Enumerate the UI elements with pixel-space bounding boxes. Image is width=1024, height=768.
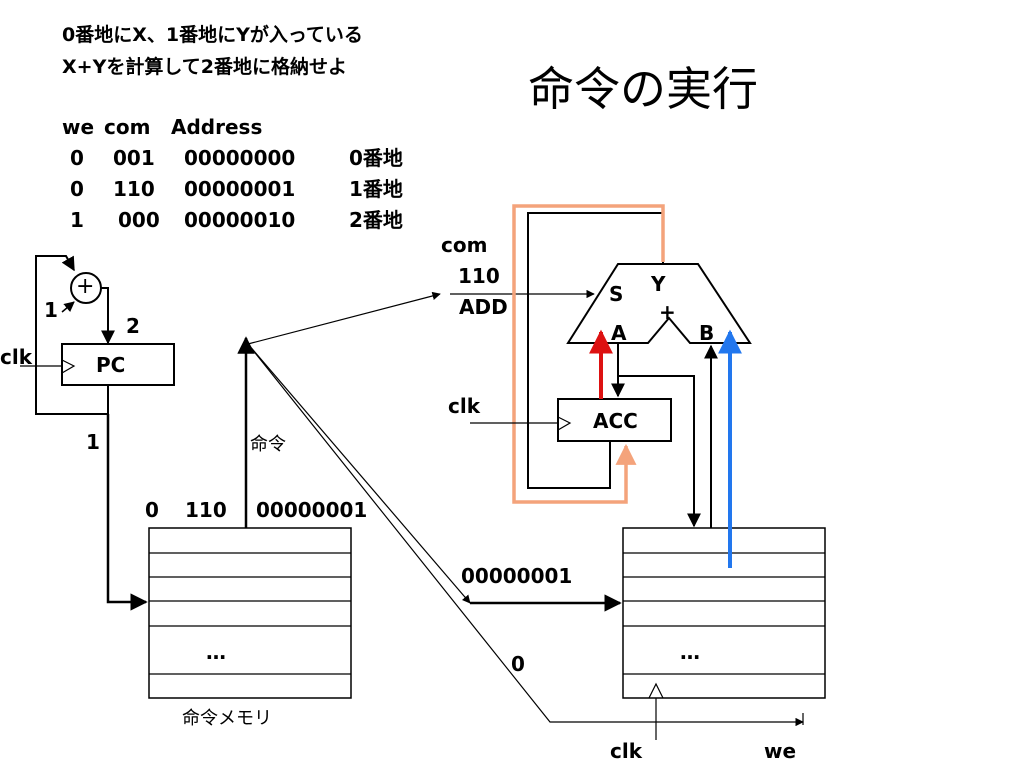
adder-to-pc-wire: [101, 287, 115, 345]
fanout-to-address: [247, 343, 471, 604]
table-row-1-we: 0: [70, 177, 84, 201]
dmem-address-value: 00000001: [461, 564, 573, 588]
table-row-0-com: 001: [113, 146, 155, 170]
pc-feedback-wire: [35, 255, 109, 415]
alu-y-port: Y: [651, 272, 666, 296]
fanout-to-we: [247, 343, 804, 727]
table-row-2-we: 1: [70, 208, 84, 232]
table-row-2-label: 2番地: [349, 208, 403, 232]
alu-com-op: ADD: [459, 295, 508, 319]
acc-feedback-wire: [527, 212, 664, 489]
pc-input-label: 2: [126, 314, 140, 338]
pc-output-label: 1: [86, 430, 100, 454]
table-row-1-address: 00000001: [184, 177, 296, 201]
pc-section: [20, 255, 175, 611]
data-memory: [617, 329, 826, 740]
imem-current-com: 110: [185, 498, 227, 522]
pc-increment-label: 1: [44, 298, 58, 322]
pc-label: PC: [96, 353, 126, 377]
acc-label: ACC: [593, 409, 638, 433]
instruction-bus-label: 命令: [250, 434, 286, 455]
pc-clock-triangle: [61, 359, 76, 374]
instruction-memory: [148, 336, 352, 699]
alu-b-port: B: [699, 321, 715, 345]
table-row-1-com: 110: [113, 177, 155, 201]
table-header-address: Address: [171, 115, 263, 139]
table-row-0-address: 00000000: [184, 146, 296, 170]
alu-y-to-dmem-wire: [618, 375, 701, 528]
note-line-2: X+Yを計算して2番地に格納せよ: [62, 56, 347, 78]
table-header-com: com: [104, 115, 151, 139]
dmem-clock-triangle: [648, 682, 664, 699]
dmem-box: [622, 527, 826, 699]
acc-clk-label: clk: [448, 394, 481, 418]
table-row-1-label: 1番地: [349, 177, 403, 201]
table-row-0-label: 0番地: [349, 146, 403, 170]
dmem-ellipsis: …: [680, 640, 700, 664]
alu: [566, 263, 752, 344]
imem-current-address: 00000001: [256, 498, 368, 522]
table-row-2-address: 00000010: [184, 208, 296, 232]
acc-clock-triangle: [557, 416, 572, 431]
increment-wire: [61, 301, 75, 313]
acc-section: [470, 329, 672, 442]
imem-ellipsis: …: [206, 640, 226, 664]
pc-register: [61, 343, 175, 386]
pc-clk-label: clk: [0, 345, 33, 369]
dmem-clk-label: clk: [610, 739, 643, 763]
page-title: 命令の実行: [528, 62, 758, 116]
imem-box: [148, 527, 352, 699]
orange-path: [512, 204, 665, 504]
table-row-0-we: 0: [70, 146, 84, 170]
alu-a-port: A: [611, 321, 627, 345]
acc-register: [557, 398, 672, 442]
fanout-to-com: [247, 291, 441, 345]
alu-op-symbol: +: [659, 300, 676, 324]
note-line-1: 0番地にX、1番地にYが入っている: [62, 24, 363, 46]
imem-label: 命令メモリ: [182, 708, 272, 729]
table-header-we: we: [62, 115, 95, 139]
alu-shape: [566, 263, 752, 344]
instruction-fanout: [247, 289, 804, 727]
pc-adder-symbol: +: [76, 274, 95, 299]
dmem-we-label: we: [764, 739, 797, 763]
dmem-we-value: 0: [511, 652, 525, 676]
alu-com-value: 110: [458, 264, 500, 288]
pc-to-imem-wire: [106, 414, 148, 611]
table-row-2-com: 000: [118, 208, 160, 232]
alu-s-port: S: [609, 282, 624, 306]
imem-current-we: 0: [145, 498, 159, 522]
alu-com-label: com: [441, 233, 488, 257]
